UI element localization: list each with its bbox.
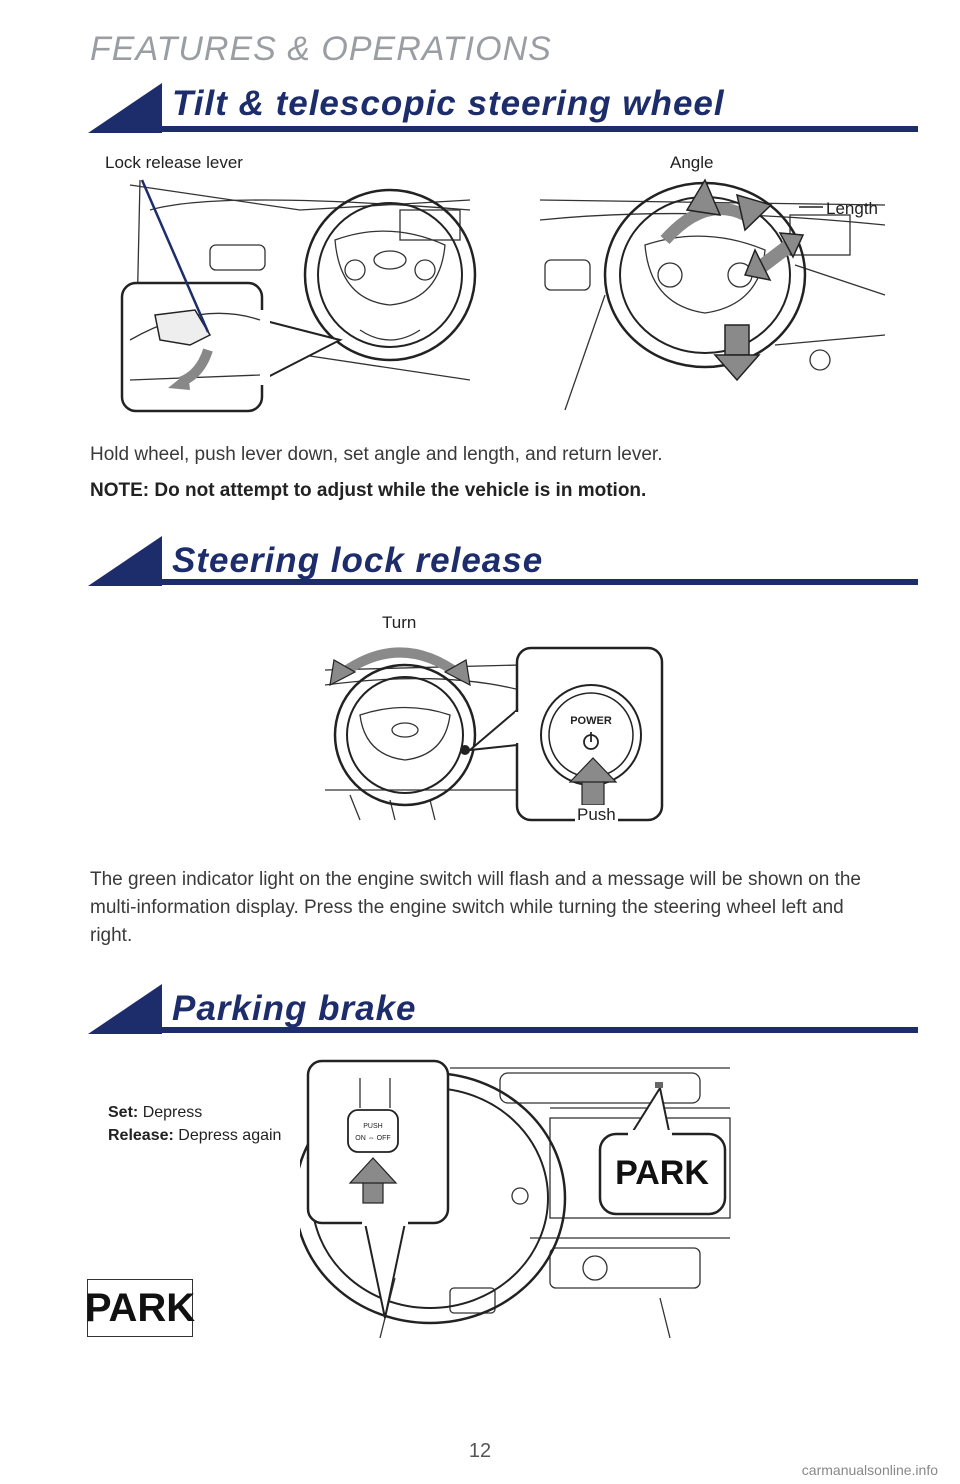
label-turn: Turn [382, 613, 417, 632]
page-header: FEATURES & OPERATIONS [90, 30, 552, 68]
section-title-text: Tilt & telescopic steering wheel [172, 84, 725, 123]
section-title-bar [88, 536, 918, 586]
steering-lock-description: The green indicator light on the engine … [90, 869, 862, 946]
parking-brake-illustration: PUSH ON ⇔ OFF PARK [300, 1059, 731, 1339]
section-title-parking-brake: Parking brake [0, 983, 960, 1053]
section-title-text: Steering lock release [172, 541, 544, 580]
tilt-instruction: Hold wheel, push lever down, set angle a… [90, 444, 663, 465]
release-value: Depress again [178, 1127, 282, 1144]
power-button-text: POWER [570, 715, 612, 727]
label-push: Push [575, 805, 618, 825]
label-angle: Angle [670, 153, 714, 172]
svg-text:ON ⇔ OFF: ON ⇔ OFF [355, 1135, 390, 1142]
parking-instructions: Set: Depress Release: Depress again [108, 1101, 281, 1147]
section-title-bar [88, 984, 918, 1034]
tilt-note: NOTE: Do not attempt to adjust while the… [90, 480, 647, 501]
tilt-adjust-illustration [539, 178, 886, 411]
svg-text:PUSH: PUSH [363, 1123, 382, 1130]
section-title-bar [88, 83, 918, 133]
label-lock-release-lever: Lock release lever [105, 153, 243, 172]
footer-watermark: carmanualsonline.info [801, 1462, 938, 1478]
page-number: 12 [468, 1440, 492, 1462]
section-title-tilt: Tilt & telescopic steering wheel [0, 82, 960, 152]
section-title-text: Parking brake [172, 989, 417, 1028]
tilt-lever-illustration [120, 179, 477, 413]
label-length: Length [826, 199, 878, 218]
release-label: Release: [108, 1127, 174, 1144]
section-title-steering-lock: Steering lock release [0, 535, 960, 605]
set-value: Depress [142, 1104, 203, 1121]
steering-lock-illustration: POWER [324, 646, 664, 822]
set-label: Set: [108, 1104, 139, 1121]
park-callout-text: PARK [615, 1154, 709, 1192]
park-indicator-badge: PARK [85, 1279, 195, 1337]
